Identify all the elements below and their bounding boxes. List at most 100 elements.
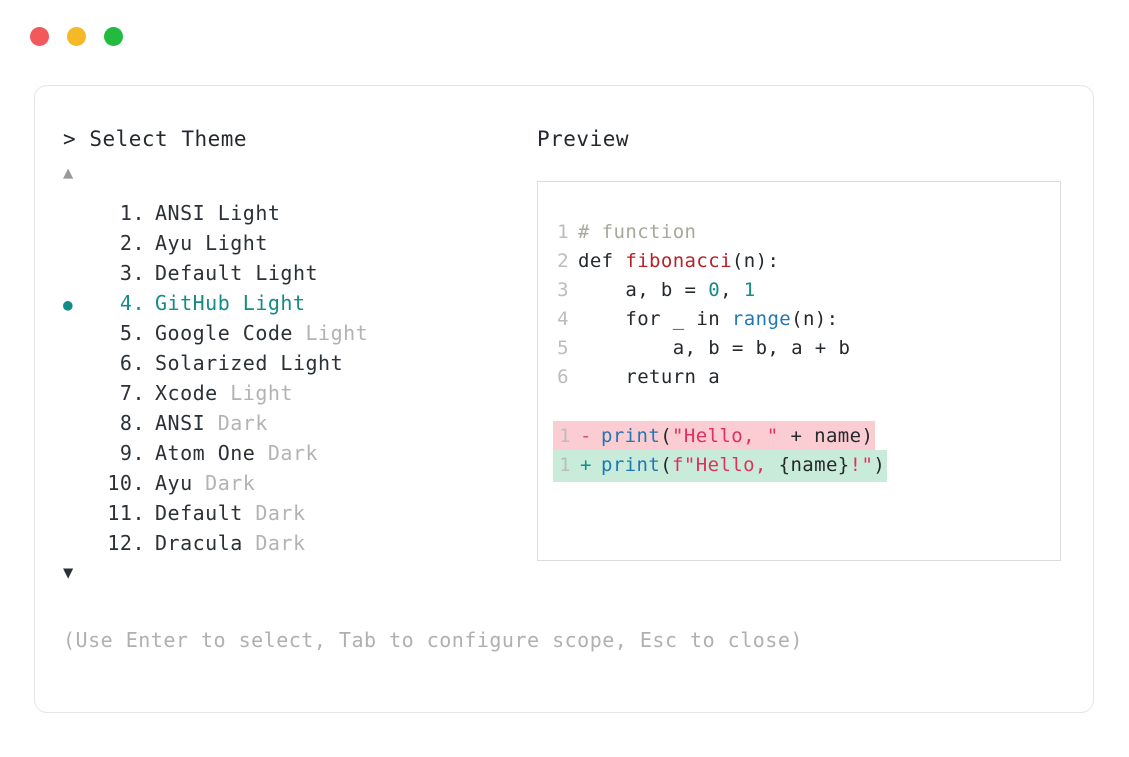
theme-item-number: 11. [107,501,145,525]
code-line-content: for _ in range(n): [578,305,838,334]
code-token-builtin: range [731,308,792,330]
code-token-str: f"Hello, [672,454,779,476]
code-token-plain: a, b = b, a + b [578,337,851,359]
theme-item-name: Ayu Light [155,231,268,255]
diff-line-add: 1+print(f"Hello, {name}!") [538,450,1060,482]
theme-item-number: 1. [119,201,145,225]
code-token-kw: def [578,250,626,272]
diff-sign: + [580,454,592,476]
theme-item-name: Google Code [155,321,293,345]
page-title-text: Select Theme [89,127,248,151]
theme-item-number: 6. [119,351,145,375]
code-line-content: a, b = 0, 1 [578,276,756,305]
theme-item-variant: Dark [242,531,306,555]
theme-list-item[interactable]: 2. Ayu Light [63,228,533,258]
code-token-plain: ( [660,454,673,476]
code-token-builtin: print [601,425,661,447]
theme-item-number: 8. [119,411,145,435]
theme-list: 1. ANSI Light 2. Ayu Light 3. Default Light ●4… [63,198,533,558]
theme-selector-pane: > Select Theme ▲ 1. ANSI Light 2. Ayu Light… [63,124,533,586]
line-number: 5 [557,337,569,359]
theme-item-variant: Light [292,321,369,345]
theme-list-item[interactable]: 8. ANSI Dark [63,408,533,438]
scroll-up-icon[interactable]: ▲ [63,163,74,183]
scroll-down-icon[interactable]: ▼ [63,563,74,583]
code-line-content: def fibonacci(n): [578,247,779,276]
code-token-plain: a, b = [578,279,709,301]
code-token-plain: (n): [791,308,839,330]
theme-item-name: GitHub Light [155,291,306,315]
theme-item-variant: Light [217,381,293,405]
keyboard-hint: (Use Enter to select, Tab to configure s… [63,628,803,652]
diff-highlight: 1-print("Hello, " + name) [553,421,876,453]
code-line: 6 return a [538,363,1060,392]
code-token-str: "Hello, " [672,425,779,447]
theme-item-number: 2. [119,231,145,255]
code-line: 3 a, b = 0, 1 [538,276,1060,305]
line-number: 1 [559,454,571,476]
theme-item-number: 3. [119,261,145,285]
code-token-plain: {name} [778,454,850,476]
theme-item-name: Dracula [155,531,243,555]
theme-item-variant: Dark [255,441,319,465]
close-dot[interactable] [30,26,49,46]
line-number: 4 [557,308,569,330]
theme-list-item[interactable]: 11. Default Dark [63,498,533,528]
preview-label: Preview [537,127,630,151]
theme-picker-card: > Select Theme ▲ 1. ANSI Light 2. Ayu Light… [34,85,1094,713]
theme-item-name: Xcode [155,381,218,405]
theme-list-item[interactable]: ●4.GitHub Light [63,288,533,318]
code-line-content: a, b = b, a + b [578,334,850,363]
line-number: 3 [557,279,569,301]
code-token-str: !" [849,454,874,476]
code-token-plain: return a [578,366,721,388]
diff-highlight: 1+print(f"Hello, {name}!") [553,450,888,482]
theme-item-name: Solarized Light [155,351,344,375]
selection-bullet-icon: ● [63,295,74,314]
theme-item-name: ANSI [155,411,206,435]
theme-item-number: 10. [107,471,145,495]
line-number: 2 [557,250,569,272]
code-token-builtin: print [601,454,661,476]
theme-list-item[interactable]: 9. Atom One Dark [63,438,533,468]
theme-item-name: Atom One [155,441,256,465]
window-titlebar [0,0,1129,72]
code-token-plain: + name) [778,425,874,447]
theme-list-item[interactable]: 6. Solarized Light [63,348,533,378]
theme-item-name: Default Light [155,261,319,285]
diff-sample: 1-print("Hello, " + name)1+print(f"Hello… [538,421,1060,482]
line-number: 1 [557,221,569,243]
theme-list-item[interactable]: 10.Ayu Dark [63,468,533,498]
code-token-fn: fibonacci [625,250,732,272]
theme-list-item[interactable]: 3. Default Light [63,258,533,288]
code-line-content: # function [578,218,696,247]
theme-item-number: 12. [107,531,145,555]
theme-list-item[interactable]: 1. ANSI Light [63,198,533,228]
code-line: 2 def fibonacci(n): [538,247,1060,276]
code-token-plain: ( [660,425,673,447]
theme-item-number: 9. [119,441,145,465]
theme-item-variant: Dark [192,471,256,495]
theme-item-number: 5. [119,321,145,345]
code-line: 1 # function [538,218,1060,247]
theme-item-variant: Dark [205,411,268,435]
code-line-content: return a [578,363,720,392]
theme-item-number: 7. [119,381,145,405]
theme-list-item[interactable]: 7. Xcode Light [63,378,533,408]
theme-item-name: Default [155,501,243,525]
page-title: > Select Theme [63,124,533,154]
code-line: 4 for _ in range(n): [538,305,1060,334]
theme-list-item[interactable]: 5. Google Code Light [63,318,533,348]
diff-line-content: print("Hello, " + name) [601,422,873,451]
code-token-num: 1 [743,279,756,301]
theme-item-variant: Dark [242,501,306,525]
theme-list-item[interactable]: 12. Dracula Dark [63,528,533,558]
theme-item-name: ANSI Light [155,201,281,225]
minimize-dot[interactable] [67,26,86,46]
code-token-num: 0 [708,279,721,301]
code-line: 5 a, b = b, a + b [538,334,1060,363]
maximize-dot[interactable] [104,26,123,46]
